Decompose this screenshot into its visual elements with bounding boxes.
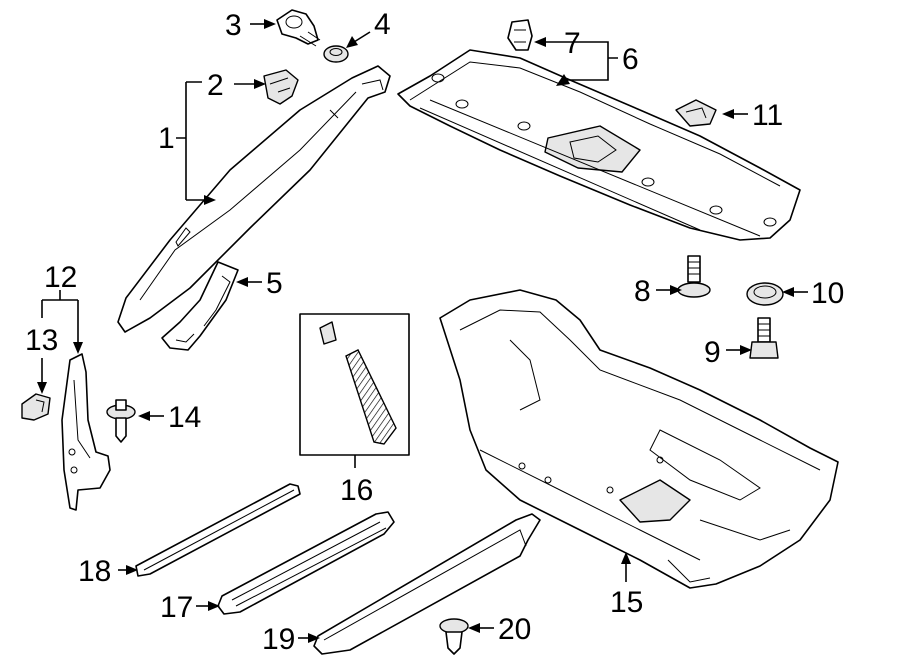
part-1-pillar-trim: [117, 65, 391, 333]
callout-18: 18: [78, 555, 111, 588]
callout-11: 11: [752, 99, 783, 132]
part-8-bolt: [677, 255, 711, 298]
callout-5: 5: [266, 267, 283, 300]
part-18-sill-strip: [135, 483, 301, 577]
callout-9: 9: [704, 336, 721, 369]
callout-7: 7: [564, 27, 581, 60]
part-19-scuff-plate: [313, 513, 541, 655]
part-15-floor-carpet: [439, 289, 839, 589]
part-17-sill-plate: [217, 511, 395, 615]
callout-12: 12: [44, 261, 77, 294]
callout-1: 1: [158, 122, 175, 155]
part-2-clip: [263, 69, 299, 105]
part-14-push-pin: [106, 399, 136, 443]
part-7-clip: [507, 19, 533, 51]
part-11-clip: [675, 99, 717, 127]
callout-19: 19: [262, 623, 295, 656]
part-13-clip: [21, 393, 51, 421]
callout-15: 15: [610, 586, 643, 619]
callout-20: 20: [498, 613, 531, 646]
callout-8: 8: [634, 275, 651, 308]
callout-17: 17: [160, 591, 193, 624]
callout-10: 10: [811, 277, 844, 310]
part-4-grommet: [323, 45, 349, 63]
part-12-pillar-trim: [61, 353, 111, 511]
part-9-bolt: [749, 317, 779, 359]
callout-2: 2: [207, 69, 224, 102]
callout-3: 3: [225, 9, 242, 42]
callout-14: 14: [168, 401, 201, 434]
leaders: [37, 19, 808, 643]
part-3-retainer: [276, 9, 321, 47]
part-6-headliner-panel: [397, 49, 801, 241]
callout-labels: 1 2 3 4 5 6 7 8 9 10 11 12 13 14 15 16 1…: [25, 8, 844, 656]
part-16-boxed-trim: [299, 313, 410, 456]
callout-13: 13: [25, 324, 58, 357]
part-20-push-clip: [439, 618, 469, 655]
callout-4: 4: [374, 8, 391, 41]
part-10-grommet: [746, 282, 784, 306]
part-5-lower-trim: [161, 261, 239, 351]
callout-16: 16: [340, 474, 373, 507]
callout-6: 6: [622, 43, 639, 76]
